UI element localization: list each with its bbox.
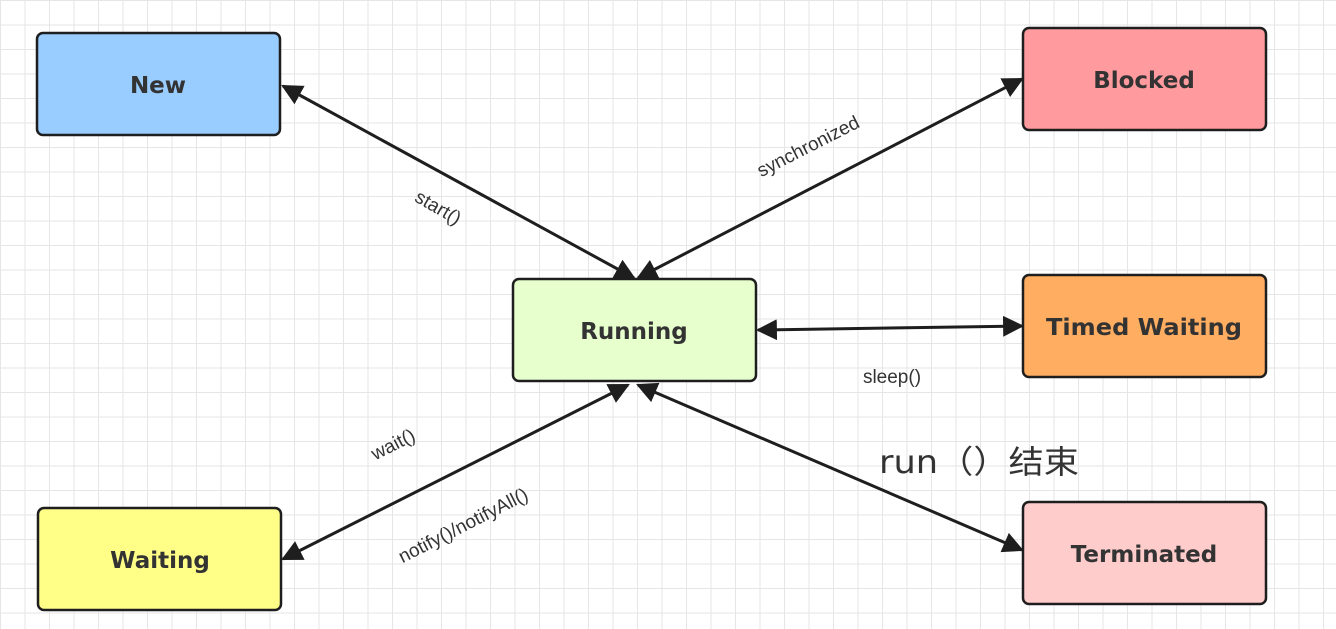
label-notify: notify()/notifyAll() [395,484,532,567]
state-terminated[interactable]: Terminated [1021,500,1268,606]
arrow-running-waiting [281,383,630,561]
label-wait: wait() [367,425,419,465]
state-new-label: New [130,73,186,99]
state-timed-waiting-label: Timed Waiting [1046,315,1242,341]
state-running-label: Running [580,319,688,345]
state-terminated-box [1021,500,1268,606]
state-blocked[interactable]: Blocked [1021,26,1268,132]
state-timed-waiting[interactable]: Timed Waiting [1021,273,1268,379]
arrow-running-terminated [636,382,1024,553]
state-timed-waiting-box [1021,273,1268,379]
state-running-box [511,277,758,383]
state-running[interactable]: Running [511,277,758,383]
state-waiting[interactable]: Waiting [36,506,283,612]
state-blocked-label: Blocked [1093,68,1195,94]
state-waiting-box [36,506,283,612]
arrow-running-timed-waiting [755,315,1025,341]
state-new-box [35,31,282,137]
arrow-new-running [281,84,636,280]
label-sleep: sleep() [863,367,921,388]
state-blocked-box [1021,26,1268,132]
label-run-end: run（）结束 [879,443,1079,481]
state-waiting-label: Waiting [110,548,210,574]
label-start: start() [411,187,464,230]
arrow-running-blocked [636,77,1024,280]
state-new[interactable]: New [35,31,282,137]
state-terminated-label: Terminated [1071,542,1217,568]
